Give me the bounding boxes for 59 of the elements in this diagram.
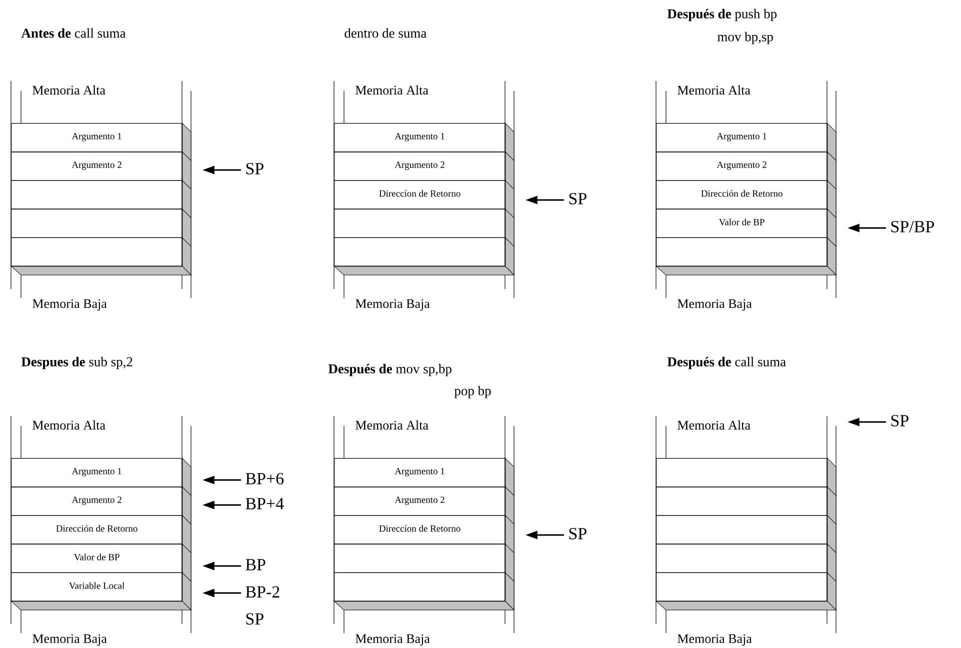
heading: dentro de suma [344, 28, 426, 38]
pointer-label: BP+4 [246, 498, 284, 510]
heading: Despues de sub sp,2 [21, 356, 132, 370]
memory-label: Memoria Alta [678, 420, 750, 430]
heading: pop bp [454, 386, 491, 398]
memory-label: Memoria Baja [32, 634, 107, 646]
pointer-label: BP [246, 559, 266, 570]
pointer-label: SP [246, 162, 264, 174]
heading: Después de push bp [667, 8, 777, 22]
stack-cell [656, 515, 828, 544]
memory-label: Memoria Baja [356, 634, 430, 646]
stack-cell [11, 180, 183, 210]
memory-label: Memoria Alta [32, 85, 106, 95]
stack-cell [656, 544, 828, 573]
memory-label: Memoria Alta [678, 85, 750, 95]
stack-cell [11, 208, 183, 238]
stack-cell: Valor de BP [656, 208, 828, 238]
stack-cell: Argumento 1 [11, 458, 183, 488]
memory-label: Memoria Baja [356, 299, 430, 311]
stack-cell [11, 237, 183, 267]
stack-cell: Argumento 2 [334, 152, 506, 181]
stack-cell [656, 237, 828, 267]
memory-label: Memoria Alta [356, 420, 428, 430]
stack-cell: Argumento 2 [334, 486, 506, 516]
heading: mov bp,sp [718, 32, 773, 44]
heading: Después de call suma [667, 356, 786, 370]
stack-cell: Valor de BP [11, 544, 183, 573]
stack-cell [334, 572, 506, 602]
stack-cell [656, 572, 828, 602]
stack-cell: Argumento 2 [11, 486, 183, 516]
stack-cell: Argumento 1 [334, 123, 506, 152]
heading: Antes de call suma [21, 28, 126, 38]
stack-cell: Argumento 1 [11, 123, 183, 152]
stack-cell: Argumento 1 [334, 458, 506, 488]
heading: Después de mov sp,bp [328, 364, 452, 376]
pointer-label: BP-2 SP [246, 586, 280, 625]
memory-label: Memoria Alta [32, 420, 106, 430]
memory-label: Memoria Alta [356, 85, 428, 95]
pointer-label: SP [569, 528, 586, 540]
stack-cell [656, 486, 828, 516]
memory-label: Memoria Baja [678, 299, 752, 311]
memory-label: Memoria Baja [678, 634, 752, 646]
stack-cell: Dirección de Retorno [11, 515, 183, 544]
stack-cell: Argumento 1 [656, 123, 828, 152]
memory-label: Memoria Baja [32, 299, 107, 311]
pointer-label: SP/BP [891, 220, 934, 232]
stack-cell: Argumento 2 [11, 152, 183, 181]
stack-cell: Argumento 2 [656, 152, 828, 181]
stack-cell: Direccíon de Retorno [334, 515, 506, 544]
pointer-label: SP [891, 414, 908, 426]
stack-cell: Dirección de Retorno [656, 180, 828, 210]
stack-cell [334, 208, 506, 238]
pointer-label: SP [569, 192, 586, 204]
pointer-label: BP+6 [246, 472, 284, 484]
stack-cell [334, 237, 506, 267]
stack-cell [334, 544, 506, 573]
stack-cell: Direccíon de Retorno [334, 180, 506, 210]
stack-cell: Variable Local [11, 572, 183, 602]
stack-cell [656, 458, 828, 488]
